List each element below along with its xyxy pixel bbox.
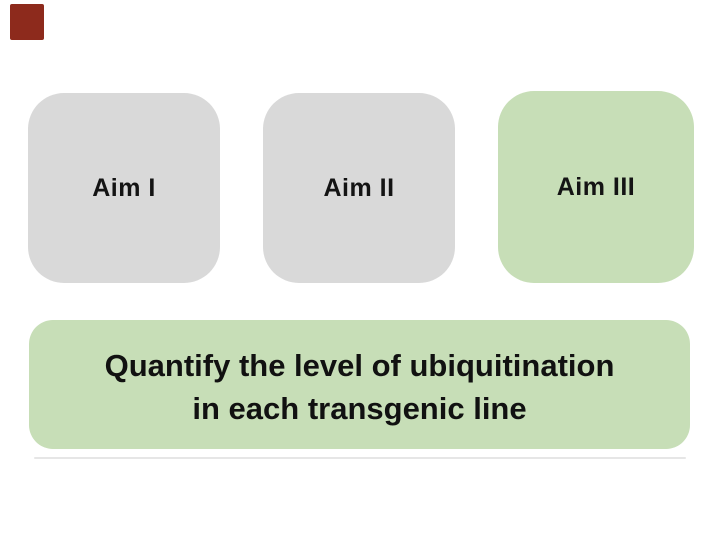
aim-2-label: Aim II [323, 173, 395, 202]
corner-accent-rectangle [10, 4, 44, 40]
aim-3-label: Aim III [556, 172, 636, 201]
statement-box-shadow-line [34, 457, 686, 459]
aim-box-1: Aim I [28, 93, 220, 283]
statement-line-1: Quantify the level of ubiquitination [104, 347, 615, 383]
statement-box: Quantify the level of ubiquitination in … [29, 320, 690, 449]
statement-line-2: in each transgenic line [192, 390, 527, 426]
aim-1-label: Aim I [92, 173, 156, 202]
aim-box-3: Aim III [498, 91, 694, 283]
aim-box-2: Aim II [263, 93, 455, 283]
